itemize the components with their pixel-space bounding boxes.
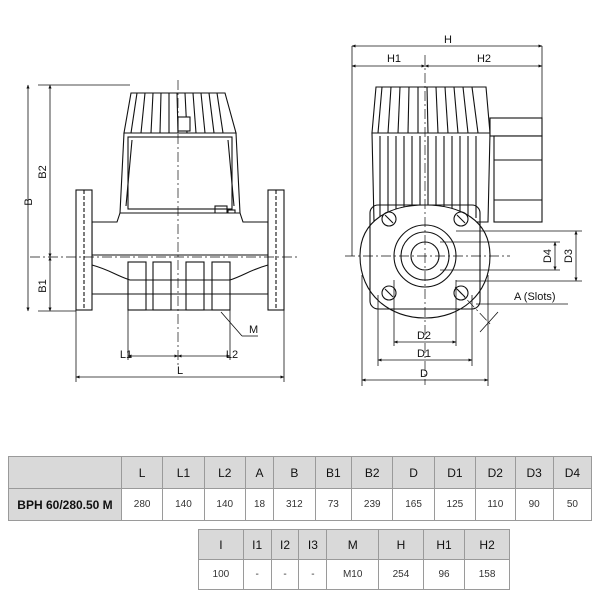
column-header: D1 [433,456,477,489]
column-header: I1 [242,529,272,560]
table-cell: M10 [326,559,380,590]
dim-label-m: M [249,324,258,336]
column-header: B2 [351,456,394,489]
column-header: H [378,529,424,560]
dimensions-header-row: L L1 L2 A B B1 B2 D D1 D2 D3 D4 [8,456,593,489]
column-header: I3 [298,529,328,560]
front-dimension-labels: H H1 H2 D4 D3 D2 D1 D A (Slots) [387,34,575,380]
table-cell: 140 [203,488,246,521]
column-header: B [273,456,316,489]
column-header: L [120,456,164,489]
side-dimension-labels: B B2 B1 L1 L2 L M [23,165,258,377]
dim-label-slots: A (Slots) [514,291,556,303]
table-cell: 125 [433,488,477,521]
table-cell: 140 [162,488,205,521]
column-header: I [198,529,244,560]
table-cell: 158 [464,559,510,590]
dim-label-h1: H1 [387,53,401,65]
table-cell: - [242,559,272,590]
dim-label-l1: L1 [120,349,132,361]
table-cell: 110 [475,488,516,521]
motor-fins [123,92,237,134]
table-cell: 280 [120,488,164,521]
front-fins [371,86,491,134]
table-row: BPH 60/280.50 M 280 140 140 18 312 73 23… [8,488,593,521]
table-cell: 254 [378,559,424,590]
column-header: H1 [422,529,466,560]
side-view [75,92,285,311]
dim-label-l: L [177,365,183,377]
front-motor [371,132,491,223]
dim-label-d3: D3 [563,249,575,263]
dim-label-d1: D1 [417,348,431,360]
extra-header-row: I I1 I2 I3 M H H1 H2 [198,529,510,560]
table-row: 100 - - - M10 254 96 158 [198,559,510,590]
motor-body [119,132,241,219]
table-corner-cell [8,456,122,489]
dim-label-b: B [23,198,35,205]
table-cell: - [298,559,328,590]
table-cell: 90 [514,488,554,521]
side-centre-lines [30,80,300,365]
flanges [75,189,285,311]
dim-label-b1: B1 [37,279,49,292]
table-cell: 96 [422,559,466,590]
table-cell: 18 [244,488,275,521]
dim-label-d: D [420,368,428,380]
column-header: H2 [464,529,510,560]
technical-drawing: B B2 B1 L1 L2 L M [23,34,582,386]
column-header: D4 [552,456,593,489]
front-centre-lines [345,55,510,385]
extra-dimensions-table: I I1 I2 I3 M H H1 H2 100 - - - M10 254 9… [198,529,510,590]
table-cell: 312 [273,488,316,521]
column-header: L1 [162,456,205,489]
dim-label-b2: B2 [37,165,49,178]
dim-label-d2: D2 [417,330,431,342]
pump-housing [91,212,269,311]
column-header: B1 [314,456,353,489]
table-cell: 50 [552,488,593,521]
table-cell: 165 [392,488,435,521]
table-cell: 239 [351,488,394,521]
dim-label-d4: D4 [542,249,554,263]
terminal-box [489,117,543,223]
table-cell: 100 [198,559,244,590]
front-view [359,86,543,319]
table-cell: - [270,559,300,590]
column-header: I2 [270,529,300,560]
dim-label-h: H [444,34,452,46]
column-header: L2 [203,456,246,489]
model-name-cell: BPH 60/280.50 M [8,488,122,521]
dim-label-h2: H2 [477,53,491,65]
table-cell: 73 [314,488,353,521]
column-header: D3 [514,456,554,489]
side-dimensions [26,84,285,382]
dim-label-l2: L2 [226,349,238,361]
column-header: D2 [475,456,516,489]
column-header: A [244,456,275,489]
column-header: D [392,456,435,489]
front-dimensions [351,44,582,386]
dimensions-table: L L1 L2 A B B1 B2 D D1 D2 D3 D4 BPH 60/2… [8,456,593,521]
column-header: M [326,529,380,560]
